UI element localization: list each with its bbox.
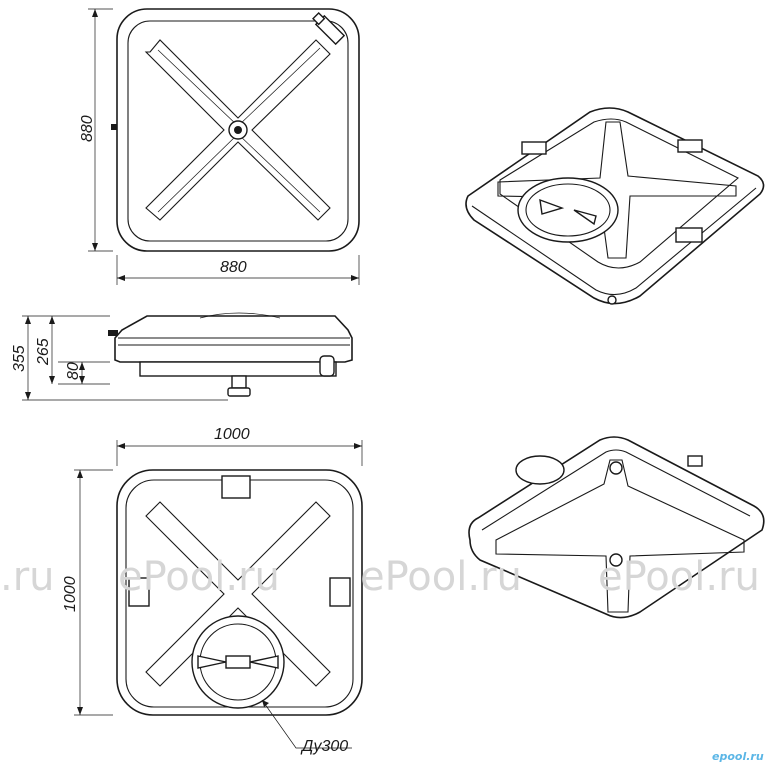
bottom-view [74, 440, 363, 749]
outlet-label: Ду300 [300, 738, 348, 755]
side-base-height-label: 80 [65, 362, 82, 380]
watermark-2: ePool.ru [360, 554, 522, 600]
top-height-label: 880 [79, 115, 96, 142]
watermark-1: ePool.ru [118, 554, 280, 600]
isometric-top-view [465, 107, 765, 305]
watermark-3: ePool.ru [598, 554, 760, 600]
top-width-label: 880 [220, 259, 247, 276]
side-body-height-label: 265 [35, 338, 52, 366]
top-view [88, 8, 360, 285]
watermark-partial: .ru [0, 554, 55, 600]
logo: epool.ru [712, 750, 764, 763]
side-total-height-label: 355 [11, 345, 28, 372]
bottom-height-label: 1000 [62, 576, 79, 612]
side-view [22, 312, 353, 401]
bottom-width-label: 1000 [214, 426, 250, 443]
isometric-bottom-view [468, 436, 765, 619]
